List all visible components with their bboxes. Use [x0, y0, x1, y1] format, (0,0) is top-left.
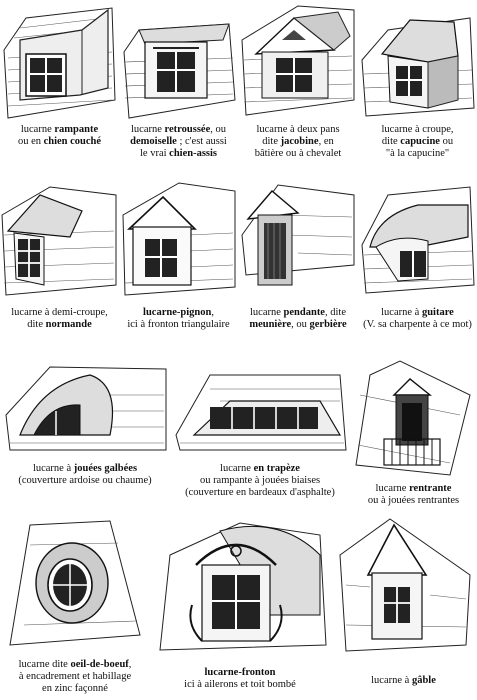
caption-term: jacobine	[280, 136, 319, 147]
caption-line: lucarne dite oeil-de-boeuf,	[18, 659, 132, 670]
dormer-gable: lucarne à gâble	[330, 515, 477, 700]
caption-line: lucarne-pignon,	[143, 307, 214, 318]
caption-term: gerbière	[309, 319, 347, 330]
caption-term: retroussée	[164, 124, 211, 135]
caption-line: ici à fronton triangulaire	[127, 319, 230, 330]
caption-line: ou à jouées rentrantes	[367, 495, 460, 506]
dormer-fronton-drawing	[159, 522, 327, 651]
caption-term: guitare	[421, 307, 454, 318]
caption-line: lucarne à gâble	[371, 675, 436, 686]
caption-line: lucarne à jouées galbées	[32, 463, 138, 474]
caption-term: oeil-de-boeuf	[70, 659, 129, 670]
dormer-jouees-galbees: lucarne à jouées galbées(couverture ardo…	[0, 355, 170, 505]
caption-term: jouées galbées	[73, 463, 138, 474]
caption-line: ou rampante à jouées biaises	[199, 475, 321, 486]
caption-line: lucarne en trapèze	[220, 463, 300, 474]
caption-line: en zinc façonné	[42, 683, 108, 694]
caption-line: le vrai chien-assis	[140, 148, 217, 159]
caption-term: capucine	[400, 136, 440, 147]
dormer-pignon: lucarne-pignon,ici à fronton triangulair…	[119, 175, 238, 345]
caption-line: lucarne rentrante	[375, 483, 452, 494]
caption-term: lucarne-fronton	[204, 667, 276, 678]
dormer-guitare: lucarne à guitare(V. sa charpente à ce m…	[358, 175, 477, 345]
dormer-jouees-galbees-drawing	[5, 366, 167, 451]
dormer-guitare-drawing	[361, 186, 475, 294]
caption-term: rentrante	[409, 483, 452, 494]
caption-term: chien couché	[43, 136, 102, 147]
caption-line: demoiselle ; c'est aussi	[130, 136, 227, 147]
caption-normande: lucarne à demi-croupe,dite normande	[0, 307, 119, 331]
dormer-rentrante-drawing	[355, 360, 471, 476]
caption-line: lucarne à demi-croupe,	[11, 307, 108, 318]
dormer-retroussee-drawing	[123, 23, 236, 119]
caption-line: lucarne retroussée, ou	[131, 124, 226, 135]
caption-line: lucarne à guitare	[381, 307, 454, 318]
caption-gable: lucarne à gâble	[330, 675, 477, 687]
caption-line: lucarne-fronton	[150, 667, 330, 679]
caption-term: en trapèze	[253, 463, 300, 474]
caption-line: lucarne rampante	[20, 124, 99, 135]
caption-line: lucarne pendante, dite	[250, 307, 346, 318]
caption-line: (couverture ardoise ou chaume)	[18, 475, 152, 486]
dormer-trapeze-drawing	[175, 374, 347, 451]
caption-guitare: lucarne à guitare(V. sa charpente à ce m…	[358, 307, 477, 331]
caption-term: demoiselle	[130, 136, 177, 147]
caption-term: lucarne-pignon	[143, 307, 212, 318]
caption-capucine: lucarne à croupe,dite capucine ou"à la c…	[358, 124, 477, 160]
dormer-oeil-de-boeuf-drawing	[9, 520, 141, 646]
caption-line: à encadrement et habillage	[18, 671, 132, 682]
dormer-pignon-drawing	[122, 182, 236, 296]
dormer-normande-drawing	[1, 186, 117, 296]
dormer-jacobine-drawing	[241, 5, 355, 116]
caption-line: dite normande	[27, 319, 92, 330]
caption-line: (couverture en bardeaux d'asphalte)	[185, 487, 335, 498]
dormer-normande: lucarne à demi-croupe,dite normande	[0, 175, 119, 345]
caption-term: rampante	[54, 124, 99, 135]
caption-line: ici à ailerons et toit bombé	[184, 679, 296, 690]
dormer-oeil-de-boeuf: lucarne dite oeil-de-boeuf,à encadrement…	[0, 515, 150, 700]
caption-oeil-de-boeuf: lucarne dite oeil-de-boeuf,à encadrement…	[0, 659, 150, 695]
caption-line: (V. sa charpente à ce mot)	[363, 319, 472, 330]
caption-line: meunière, ou gerbière	[249, 319, 347, 330]
dormer-capucine: lucarne à croupe,dite capucine ou"à la c…	[358, 0, 477, 170]
caption-term: chien-assis	[169, 148, 217, 159]
caption-term: meunière	[249, 319, 292, 330]
caption-line: ou en chien couché	[17, 136, 102, 147]
caption-term: normande	[45, 319, 92, 330]
dormer-capucine-drawing	[361, 17, 475, 117]
caption-line: "à la capucine"	[385, 148, 450, 159]
caption-term: pendante	[283, 307, 325, 318]
caption-line: bâtière ou à chevalet	[254, 148, 342, 159]
dormer-pendante-drawing	[241, 184, 355, 286]
caption-jouees-galbees: lucarne à jouées galbées(couverture ardo…	[0, 463, 170, 487]
caption-term: gâble	[411, 675, 436, 686]
caption-line: dite jacobine, en	[262, 136, 334, 147]
caption-line: dite capucine ou	[381, 136, 454, 147]
caption-pignon: lucarne-pignon,ici à fronton triangulair…	[119, 307, 238, 331]
dormer-gable-drawing	[339, 518, 471, 652]
caption-line: lucarne à deux pans	[256, 124, 340, 135]
dormer-rampante-drawing	[3, 7, 116, 119]
caption-line: lucarne à croupe,	[381, 124, 454, 135]
